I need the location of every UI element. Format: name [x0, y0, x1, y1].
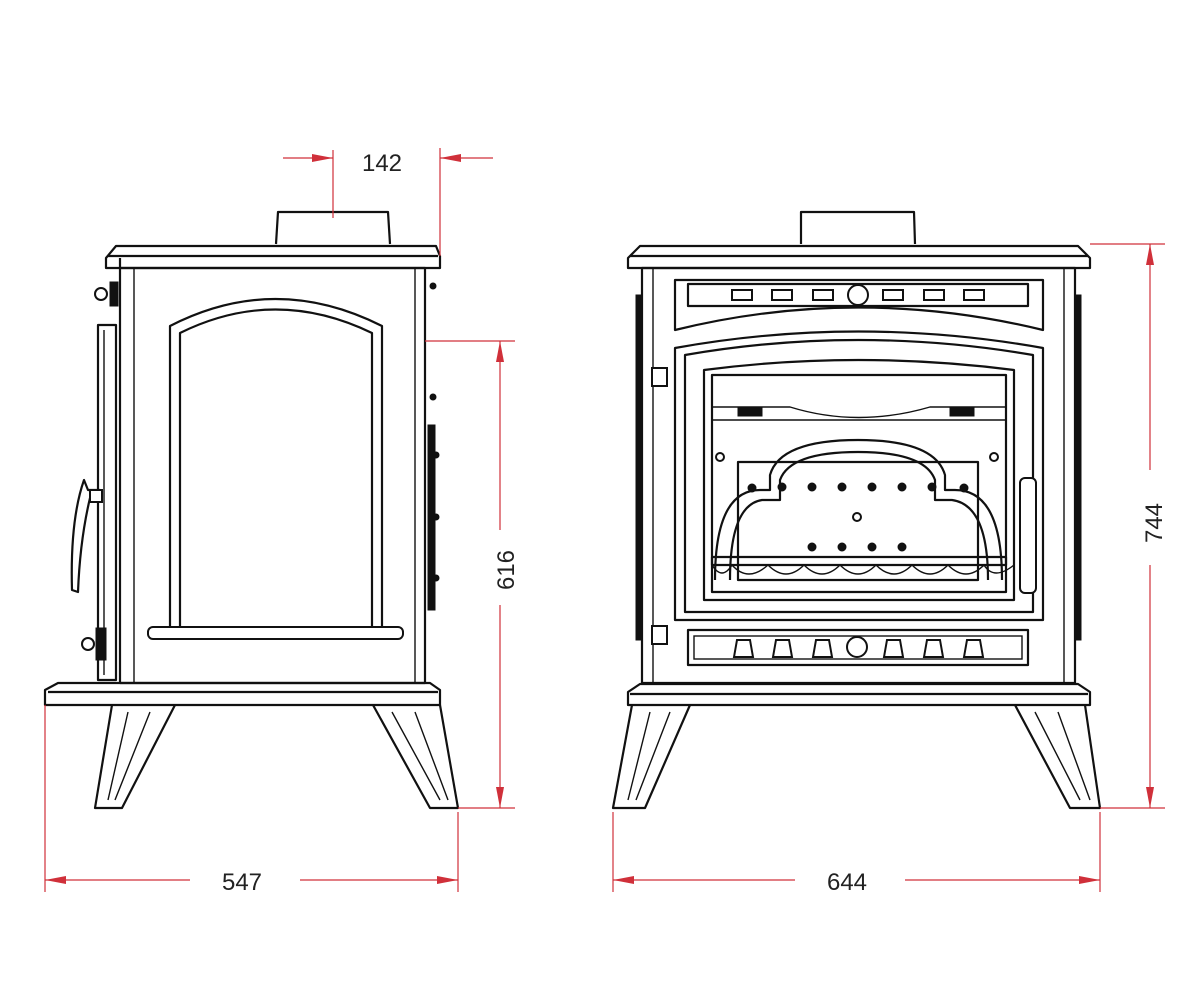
ash-vent [882, 639, 905, 658]
rivet [927, 482, 937, 492]
ash-pan-vents [732, 639, 985, 658]
baffle-plate [712, 406, 1006, 421]
side-body [118, 266, 427, 685]
dimension-label-744: 744 [1141, 503, 1168, 543]
bolt [429, 393, 437, 401]
arrowhead [312, 154, 333, 162]
grate-scallops [711, 563, 1015, 575]
front-leg-right [1014, 704, 1102, 810]
ash-vent [811, 639, 834, 658]
vent-slot [963, 289, 985, 301]
front-leg-left [611, 704, 692, 810]
arrowhead [45, 876, 66, 884]
ash-pan-door [686, 628, 1030, 667]
grate-rivets [747, 482, 969, 552]
arrowhead [440, 154, 461, 162]
rivet [837, 542, 847, 552]
front-side-panel-left [635, 294, 643, 641]
side-leg-right-detail [391, 711, 449, 801]
dimension-label-616: 616 [493, 550, 520, 590]
rivet [807, 482, 817, 492]
door-latch-handle [1019, 477, 1037, 594]
vent-slot [731, 289, 753, 301]
knob-lower-stem [95, 627, 107, 661]
arrowhead [496, 341, 504, 362]
firebox-screw-left [715, 452, 725, 462]
front-side-panel-right [1074, 294, 1082, 641]
bolt [429, 282, 437, 290]
upper-vent-slots [731, 289, 985, 301]
dimension-label-644: 644 [827, 869, 867, 896]
rivet [867, 482, 877, 492]
dimension-142: 142 [283, 148, 493, 256]
front-leg-right-detail [1034, 711, 1091, 801]
hinge-lower [651, 625, 668, 645]
vent-slot [923, 289, 945, 301]
rivet [807, 542, 817, 552]
ash-vent [732, 639, 755, 658]
fire-window [702, 358, 1016, 602]
side-top-plate [104, 244, 442, 270]
side-leg-left [93, 704, 176, 810]
arrowhead [437, 876, 458, 884]
side-arched-panel [168, 297, 384, 630]
arrowhead [1146, 244, 1154, 265]
rivet [747, 483, 757, 493]
fire-grate-arch [713, 438, 1004, 581]
rivet [897, 542, 907, 552]
baffle-bracket-left [737, 407, 763, 417]
front-base-plate [626, 682, 1092, 707]
side-door-handle-mount [89, 489, 103, 503]
front-door [673, 330, 1045, 622]
front-leg-left-detail [627, 711, 671, 801]
arrowhead [613, 876, 634, 884]
rivet [777, 482, 787, 492]
hinge-upper [651, 367, 668, 387]
rivet [959, 483, 969, 493]
vent-slot [812, 289, 834, 301]
side-leg-left-detail [107, 711, 151, 801]
rivet [837, 482, 847, 492]
side-panel-bottom-bar [147, 626, 404, 640]
dimension-616: 616 [425, 340, 520, 809]
dimension-644: 644 [612, 812, 1101, 896]
side-view [43, 210, 460, 810]
arrowhead [496, 787, 504, 808]
arrowhead [1146, 787, 1154, 808]
side-leg-right [372, 704, 460, 810]
rivet [897, 482, 907, 492]
baffle-bracket-right [949, 407, 975, 417]
ash-vent [922, 639, 945, 658]
dimension-744: 744 [1090, 243, 1168, 809]
front-flue-collar [799, 210, 917, 245]
vent-slot [882, 289, 904, 301]
firebox-screw-right [989, 452, 999, 462]
upper-panel-arch [673, 278, 1045, 332]
knob-upper [94, 287, 108, 301]
dimension-547: 547 [44, 705, 459, 896]
front-view [611, 210, 1102, 810]
rivet [867, 542, 877, 552]
vent-slot [771, 289, 793, 301]
knob-lower [81, 637, 95, 651]
dimension-label-547: 547 [222, 869, 262, 896]
side-base-plate [43, 681, 442, 707]
front-top-plate [626, 244, 1092, 270]
lower-air-control-knob [846, 636, 868, 658]
ash-vent [771, 639, 794, 658]
rivet [852, 512, 862, 522]
side-rear-panel [427, 424, 436, 611]
ash-pan-inner [693, 635, 1023, 660]
grate-bar [710, 555, 1008, 567]
dimension-label-142: 142 [362, 150, 402, 177]
knob-upper-stem [109, 281, 119, 307]
ash-vent [962, 639, 985, 658]
arrowhead [1079, 876, 1100, 884]
upper-air-control-knob [847, 284, 869, 306]
